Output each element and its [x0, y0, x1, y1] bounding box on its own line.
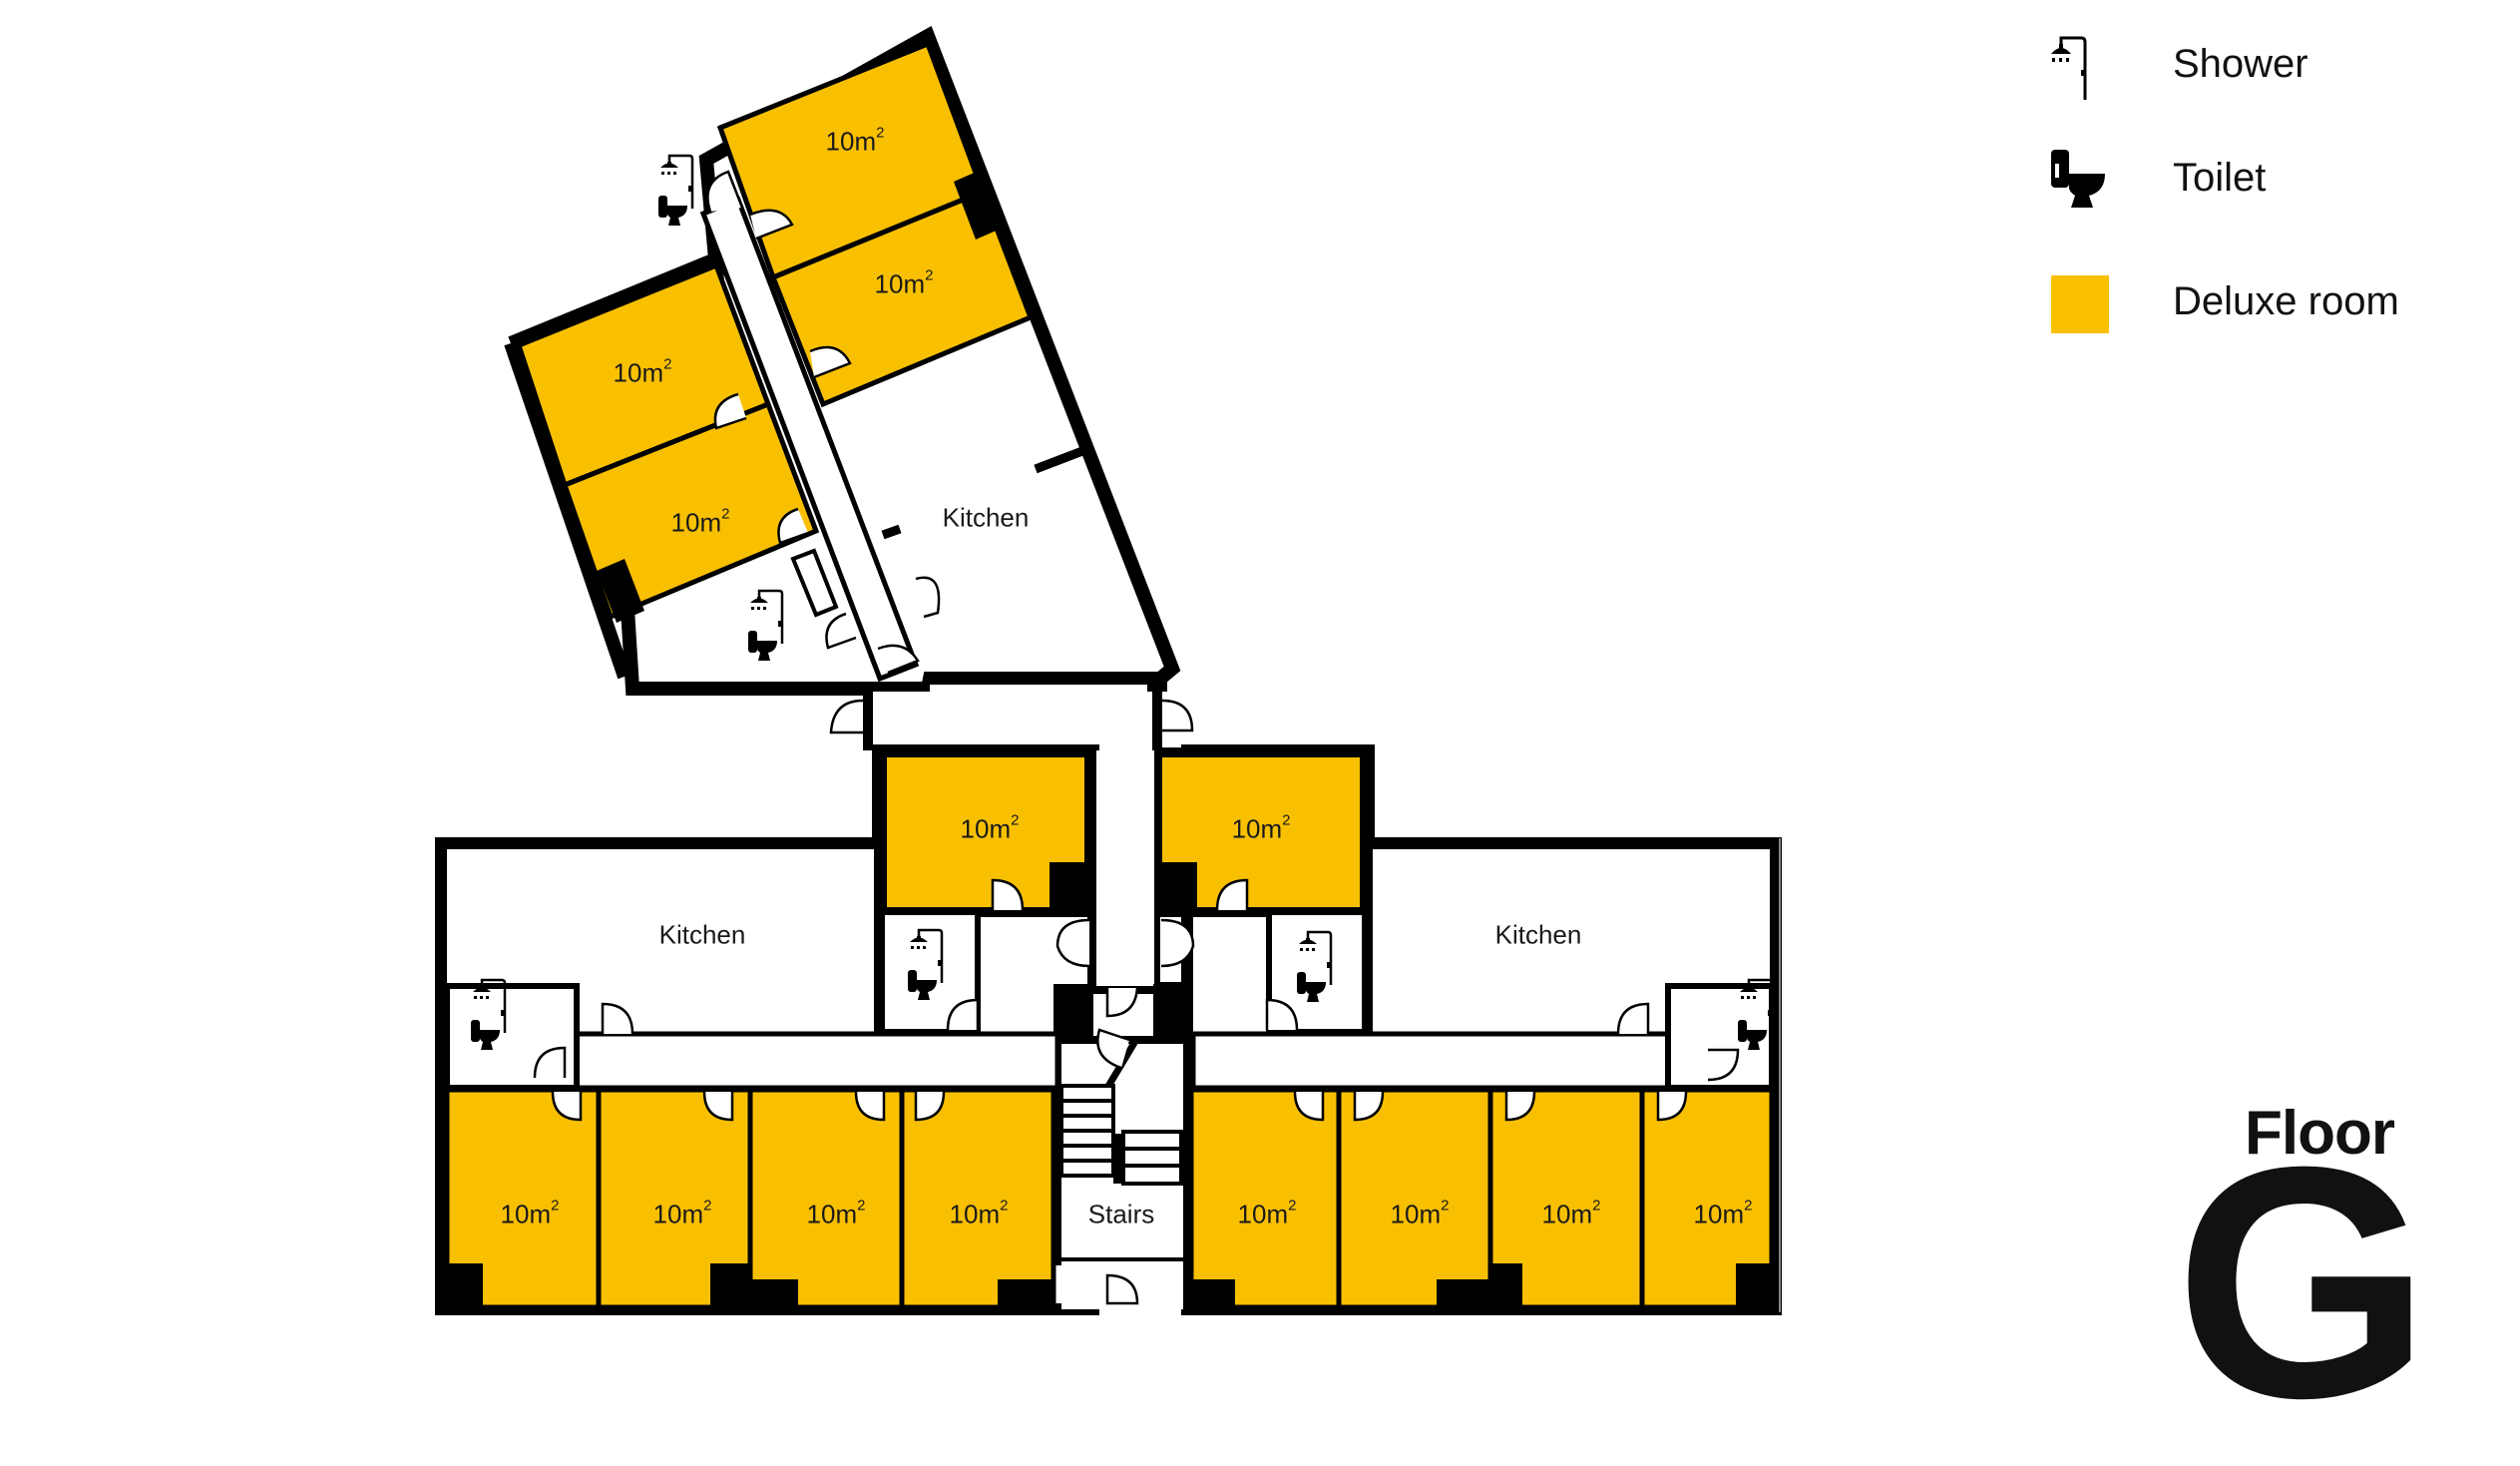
- toilet-icon: [658, 196, 687, 226]
- north-wing: [504, 25, 1181, 696]
- legend-label-toilet: Toilet: [2173, 156, 2267, 200]
- east-room-row: [1188, 1087, 1775, 1310]
- east-room-1-label: 10m2: [1237, 1197, 1297, 1229]
- west-room-row: [444, 1087, 1056, 1310]
- center-room-right-label: 10m2: [1231, 811, 1291, 844]
- west-corridor[interactable]: [536, 1031, 1060, 1091]
- stairs-label: Stairs: [1087, 1199, 1155, 1229]
- kitchen-west-label: Kitchen: [658, 919, 746, 950]
- nw-room-2-label: 10m2: [874, 266, 934, 299]
- deluxe-room-swatch: [2051, 275, 2109, 333]
- connector-hall: [829, 682, 1194, 758]
- kitchen-north-label: Kitchen: [942, 502, 1030, 533]
- nw-room-1-label: 10m2: [825, 124, 885, 157]
- legend-label-deluxe: Deluxe room: [2173, 279, 2399, 323]
- legend-item-deluxe: Deluxe room: [2045, 271, 2464, 351]
- east-corridor[interactable]: [1190, 1031, 1711, 1091]
- kitchen-east-label: Kitchen: [1494, 919, 1582, 950]
- east-room-2[interactable]: [1336, 1087, 1493, 1310]
- legend-item-shower: Shower: [2045, 30, 2464, 110]
- toilet-icon: [2051, 150, 2105, 208]
- west-room-1-label: 10m2: [500, 1197, 560, 1229]
- west-room-3[interactable]: [747, 1087, 905, 1310]
- center-room-left-label: 10m2: [960, 811, 1020, 844]
- nw-room-3-label: 10m2: [613, 355, 672, 388]
- shower-icon: [2051, 36, 2087, 100]
- floor-label: Floor: [2245, 1099, 2395, 1168]
- legend-label-shower: Shower: [2173, 42, 2309, 86]
- floor-level: G: [2175, 1098, 2431, 1466]
- east-room-4-label: 10m2: [1693, 1197, 1753, 1229]
- west-room-4-label: 10m2: [949, 1197, 1009, 1229]
- east-room-3-label: 10m2: [1541, 1197, 1601, 1229]
- west-room-3-label: 10m2: [806, 1197, 866, 1229]
- west-room-2-label: 10m2: [652, 1197, 712, 1229]
- stairs-steps: [1059, 1084, 1183, 1186]
- east-room-2-label: 10m2: [1390, 1197, 1450, 1229]
- main-block: [435, 699, 1782, 1315]
- legend-item-toilet: Toilet: [2045, 148, 2464, 228]
- west-room-4[interactable]: [899, 1087, 1056, 1310]
- nw-room-4-label: 10m2: [670, 505, 730, 538]
